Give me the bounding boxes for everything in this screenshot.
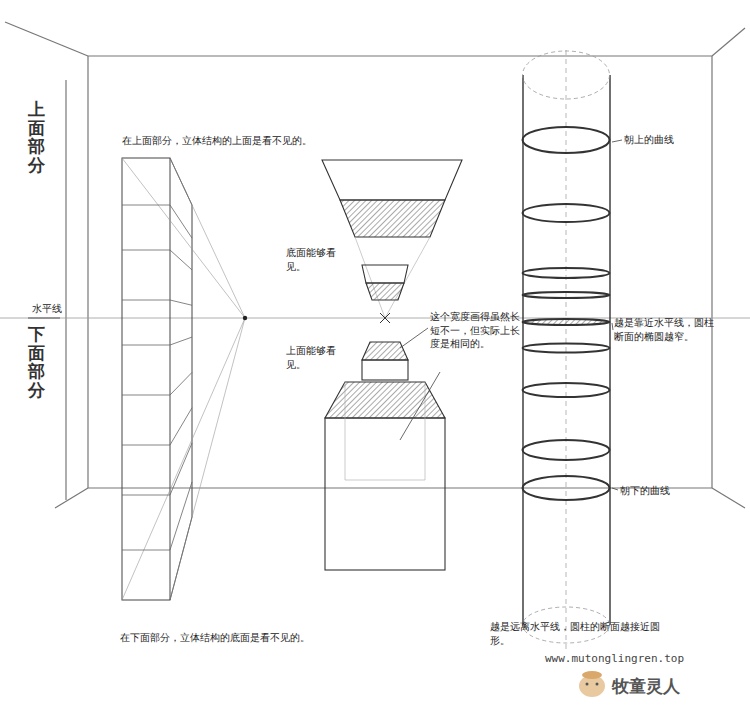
- note-text: 上面能够看见。: [286, 344, 342, 371]
- vanishing-point: [243, 316, 247, 320]
- section-heading: 下面部分: [28, 325, 45, 400]
- callout-text: 朝上的曲线: [624, 133, 674, 147]
- section-heading: 上面部分: [28, 100, 45, 175]
- callout-text: 朝下的曲线: [620, 484, 670, 498]
- note-text: 这个宽度画得虽然长短不一，但实际上长度是相同的。: [430, 310, 522, 351]
- watermark: www.mutonglingren.top: [545, 652, 684, 667]
- note-text: 越是远离水平线，圆柱的断面越接近圆形。: [490, 620, 660, 647]
- note-text: 在下面部分，立体结构的底面是看不见的。: [120, 631, 310, 645]
- bookshelf: [122, 158, 245, 600]
- lower-boxes: [325, 342, 445, 570]
- upper-boxes: [322, 160, 462, 318]
- leader-lines: [400, 140, 622, 490]
- note-text: 底面能够看见。: [286, 246, 342, 273]
- note-text: 在上面部分，立体结构的上面是看不见的。: [122, 134, 312, 148]
- watermark-logo: 牧童灵人: [612, 675, 680, 698]
- horizon-label: 水平线: [32, 302, 62, 316]
- logo-icon: [579, 671, 605, 697]
- shelf-lines: [122, 205, 192, 550]
- room-lines: [5, 22, 745, 508]
- cylinder: [523, 50, 611, 650]
- note-text: 越是靠近水平线，圆柱断面的椭圆越窄。: [614, 316, 714, 343]
- horizon-mark: [380, 313, 390, 323]
